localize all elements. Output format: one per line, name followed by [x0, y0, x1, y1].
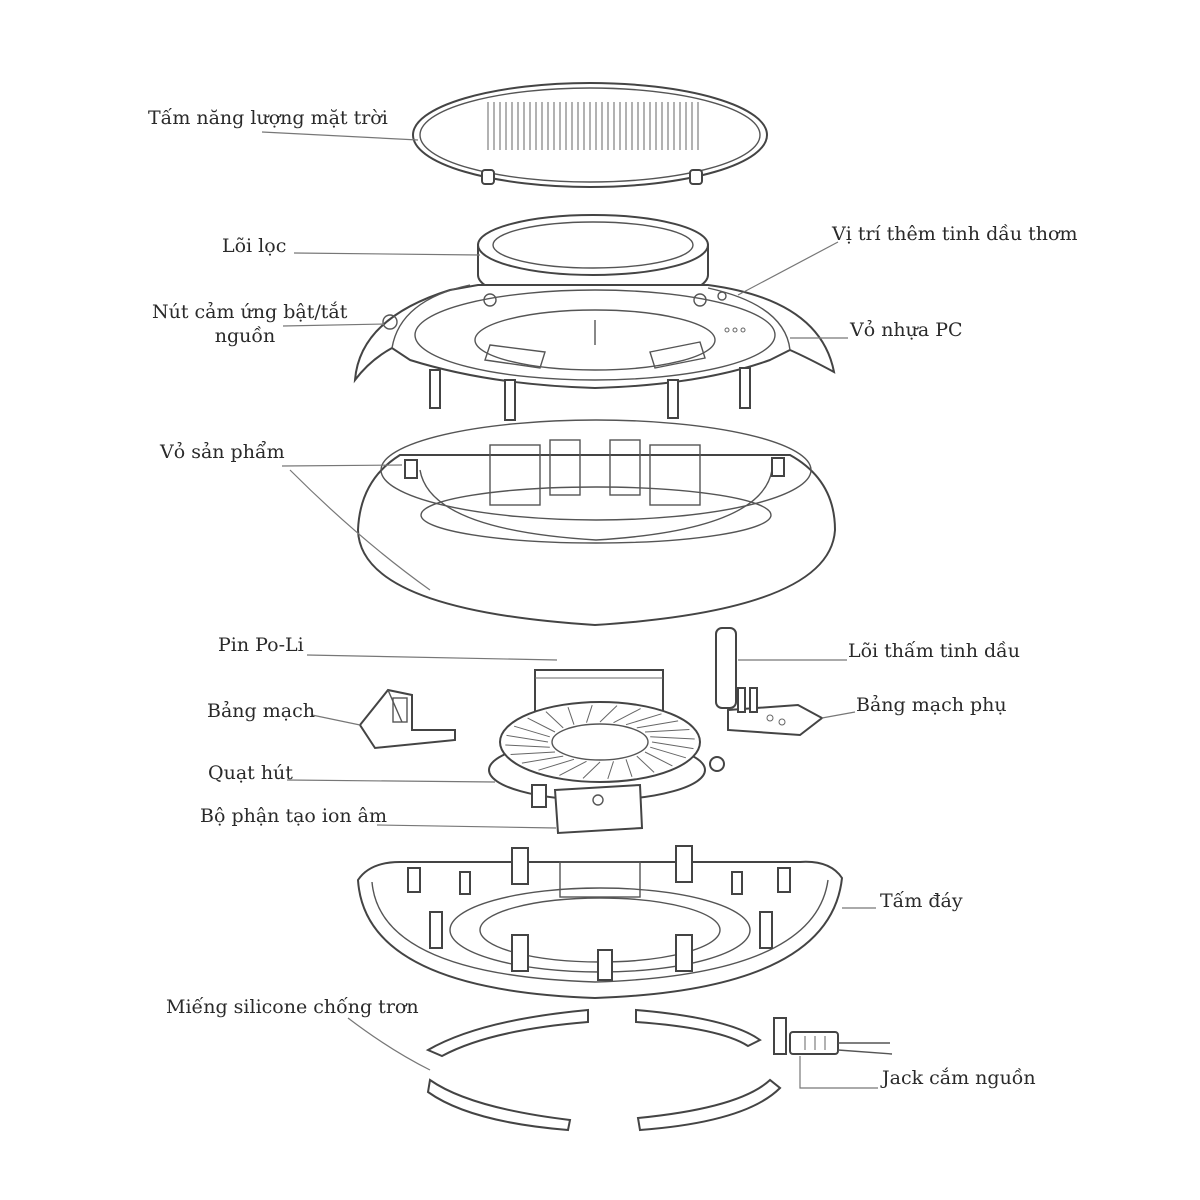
fan-blade: [582, 761, 601, 779]
fan-blade: [599, 705, 618, 723]
fan-blade: [567, 707, 575, 725]
fan-blades: [505, 704, 695, 780]
label-pc-shell: Vỏ nhựa PC: [850, 319, 963, 341]
fan-blade: [527, 717, 556, 733]
label-touch-button: Nút cảm ứng bật/tắt nguồn: [152, 300, 348, 348]
fan-blade: [625, 713, 662, 726]
oil-wick-part: [715, 627, 737, 709]
solar-cell-lines: [487, 102, 699, 150]
product-shell-part: [356, 419, 837, 627]
label-battery: Pin Po-Li: [218, 634, 304, 656]
power-jack-part: [773, 1017, 893, 1055]
fan-blade: [651, 741, 694, 750]
fan-blade: [613, 708, 641, 724]
label-aroma-slot: Vị trí thêm tinh dầu thơm: [832, 223, 1078, 245]
fan-blade: [644, 751, 673, 767]
fan-blade: [636, 720, 679, 729]
suction-fan-part: [488, 701, 725, 808]
fan-blade: [545, 711, 564, 729]
fan-blade: [521, 755, 564, 764]
solar-panel-part: [412, 82, 768, 188]
fan-blade: [636, 755, 655, 773]
fan-blade: [506, 734, 549, 743]
fan-blade: [559, 760, 587, 776]
label-circuit-board: Bảng mạch: [207, 700, 315, 722]
label-silicone-pad: Miếng silicone chống trơn: [166, 996, 419, 1018]
circuit-board-part: [358, 688, 456, 750]
label-suction-fan: Quạt hút: [208, 762, 293, 784]
label-filter-core: Lõi lọc: [222, 235, 287, 257]
sub-board-part: [727, 687, 824, 737]
label-solar-panel: Tấm năng lượng mặt trời: [148, 107, 388, 129]
leader-lines: [261, 131, 878, 1089]
fan-blade: [607, 761, 614, 780]
label-power-jack: Jack cắm nguồn: [882, 1067, 1036, 1089]
fan-blade: [625, 759, 633, 777]
silicone-pad-part: [425, 1008, 782, 1132]
fan-blade: [513, 725, 550, 738]
label-touch-button-line2: nguồn: [214, 325, 276, 347]
ion-generator-part: [553, 783, 644, 835]
base-plate-part: [356, 845, 844, 1000]
pc-shell-part: [353, 284, 836, 421]
label-product-shell: Vỏ sản phẩm: [160, 441, 285, 463]
fan-blade: [510, 751, 556, 755]
label-ion-generator: Bộ phận tạo ion âm: [200, 805, 388, 827]
label-touch-button-line1: Nút cảm ứng bật/tắt: [152, 301, 348, 323]
label-sub-board: Bảng mạch phụ: [856, 694, 1007, 716]
fan-blade: [538, 758, 575, 771]
fan-blade: [650, 746, 687, 759]
fan-blade: [505, 744, 550, 748]
label-oil-wick: Lõi thấm tinh dầu: [848, 640, 1021, 662]
fan-blade: [650, 736, 695, 740]
label-base-plate: Tấm đáy: [880, 890, 963, 912]
fan-blade: [644, 729, 690, 733]
fan-blade: [586, 704, 593, 723]
